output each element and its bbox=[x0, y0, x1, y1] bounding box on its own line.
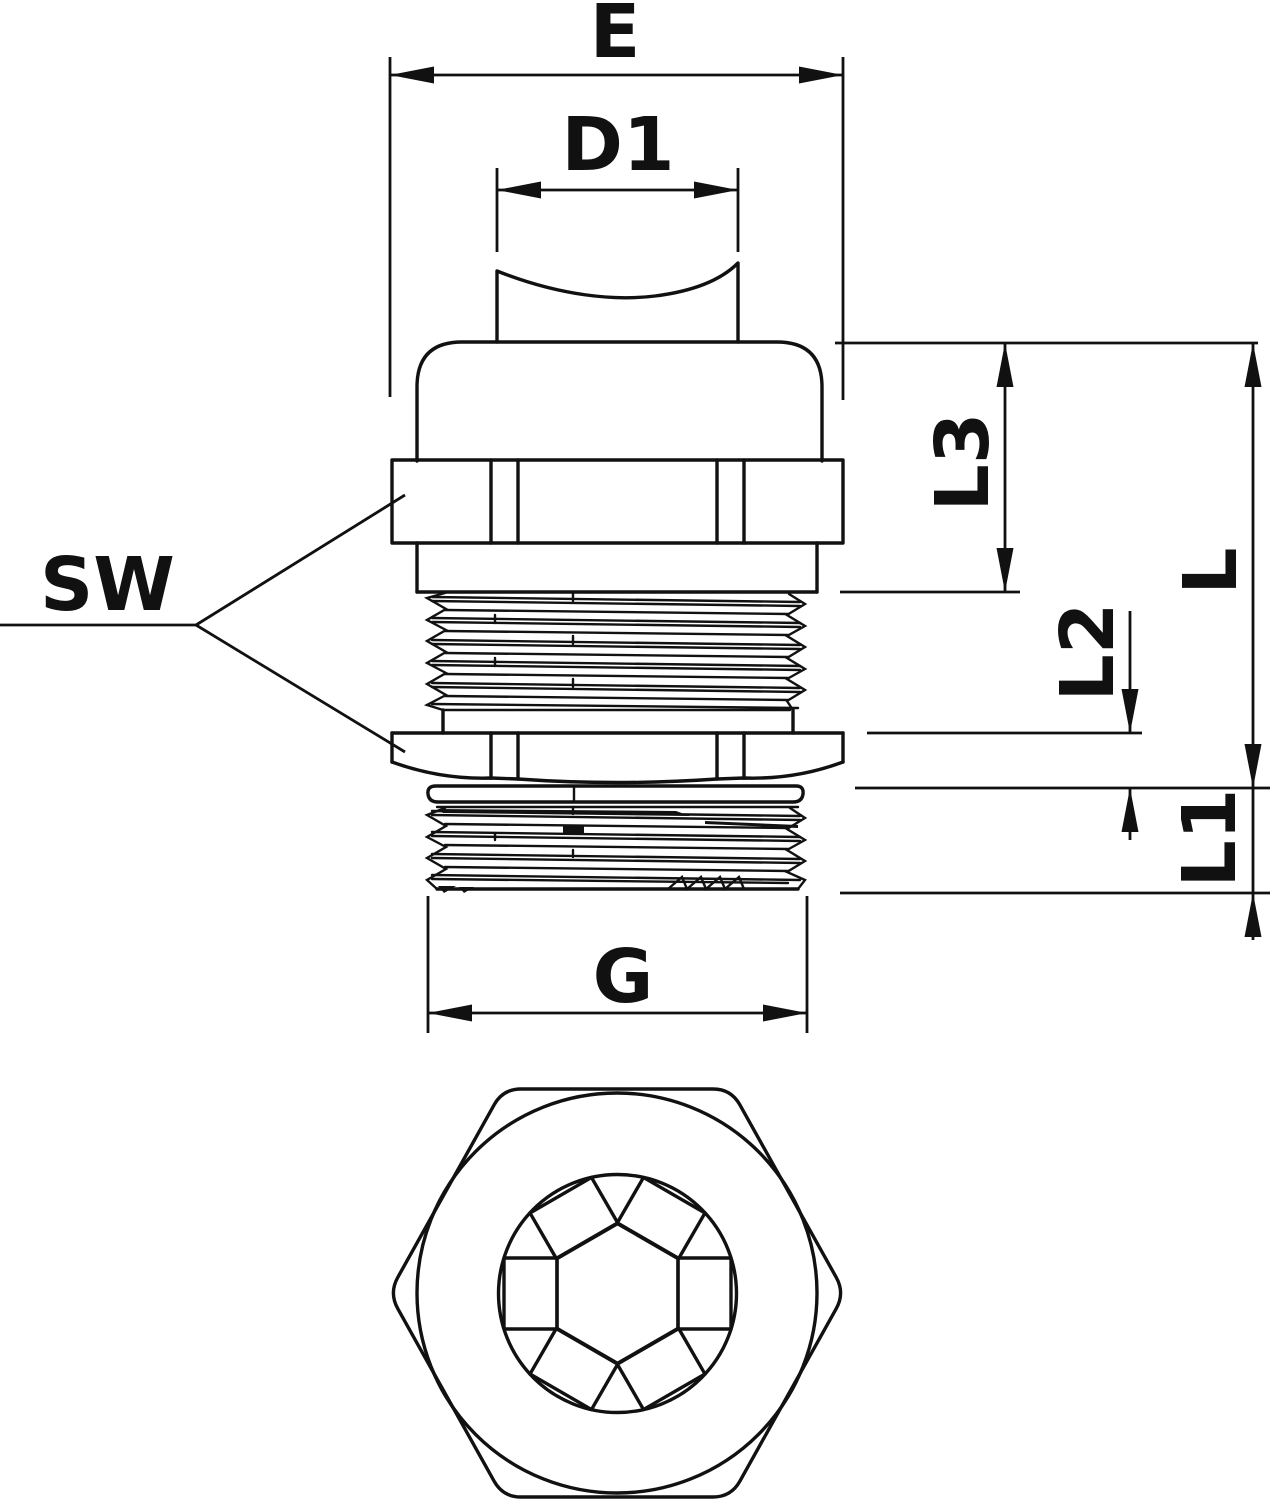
center-hexagon bbox=[555, 1221, 680, 1366]
bottom-view bbox=[391, 1087, 843, 1499]
upper-thread bbox=[423, 591, 808, 712]
thread-start-mark bbox=[563, 826, 584, 833]
dim-label-e: E bbox=[590, 0, 641, 75]
dim-e: E bbox=[388, 0, 845, 400]
leader-lower-nut bbox=[195, 623, 406, 754]
upper-hex-nut bbox=[390, 458, 845, 545]
dim-label-l3: L3 bbox=[920, 413, 1006, 512]
thread-runout-mark-2 bbox=[705, 821, 798, 828]
dim-l3: L3 bbox=[835, 341, 1258, 594]
dim-label-d1: D1 bbox=[562, 102, 675, 188]
lower-hex-nut bbox=[390, 731, 845, 785]
dim-sw: SW bbox=[0, 493, 406, 754]
dim-label-l1: L1 bbox=[1167, 789, 1253, 888]
front-view bbox=[390, 261, 845, 893]
dim-label-l: L bbox=[1168, 547, 1254, 594]
dim-l: L bbox=[855, 343, 1270, 790]
chamfer-mark-left bbox=[438, 886, 456, 893]
body-circle bbox=[415, 1091, 819, 1495]
shoulder bbox=[415, 541, 819, 594]
cable-stub bbox=[495, 261, 740, 344]
bore-circle bbox=[496, 1172, 739, 1415]
dim-label-g: G bbox=[593, 934, 654, 1020]
dim-g: G bbox=[426, 896, 809, 1033]
lamella bbox=[502, 1256, 559, 1331]
dim-d1: D1 bbox=[495, 102, 740, 252]
dim-l2: L2 bbox=[867, 603, 1142, 840]
chamfer-mark-left-2 bbox=[459, 887, 474, 893]
cap-dome bbox=[415, 340, 824, 463]
thread-runout-mark bbox=[438, 809, 690, 816]
chamfer-hatch bbox=[666, 875, 746, 891]
dimensions: E D1 SW L3 bbox=[0, 0, 1270, 1033]
lower-thread bbox=[424, 805, 808, 893]
dim-label-sw: SW bbox=[40, 542, 175, 628]
lamella bbox=[676, 1256, 733, 1331]
washer bbox=[426, 784, 805, 804]
dim-l1: L1 bbox=[840, 788, 1270, 940]
leader-upper-nut bbox=[195, 493, 406, 627]
hex-outline bbox=[391, 1087, 843, 1499]
dim-label-l2: L2 bbox=[1045, 603, 1131, 702]
lamella-insert bbox=[502, 1175, 733, 1412]
neck bbox=[441, 708, 795, 735]
